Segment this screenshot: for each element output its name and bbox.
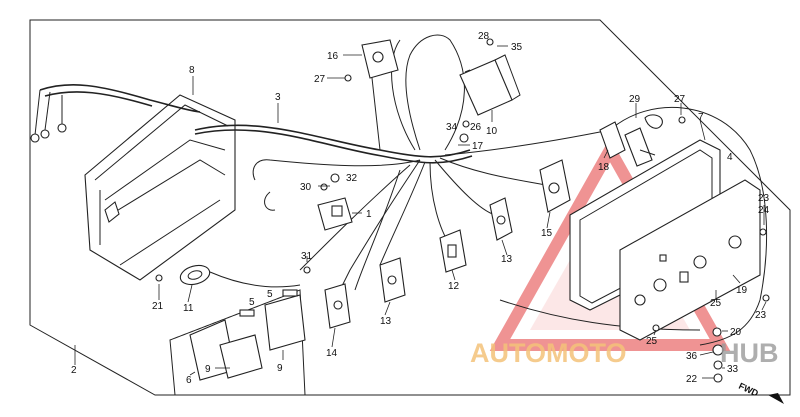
callout-5a: 5 [249, 297, 255, 308]
callout-27b: 27 [674, 94, 686, 105]
callout-21: 21 [152, 301, 164, 312]
module-part-13a [489, 197, 513, 241]
callout-17: 17 [472, 141, 484, 152]
switch-cluster-part-18 [599, 114, 663, 167]
leader-lines [74, 45, 767, 379]
callout-numbers: 8 3 16 27 28 35 10 34 26 17 29 27 7 4 18… [71, 31, 770, 386]
module-part-13b [379, 257, 406, 303]
relay-box-part-10 [459, 54, 521, 116]
callout-12: 12 [448, 281, 460, 292]
callout-9a: 9 [205, 364, 211, 375]
battery-box-part-8 [30, 84, 236, 281]
callout-36: 36 [686, 351, 698, 362]
callout-16: 16 [327, 51, 339, 62]
frame-outline [29, 19, 791, 396]
callout-3: 3 [275, 92, 281, 103]
callout-20: 20 [730, 327, 742, 338]
callout-28: 28 [478, 31, 490, 42]
callout-9b: 9 [277, 363, 283, 374]
callout-25: 25 [710, 298, 722, 309]
watermark: AUTOMOTO HUB [470, 338, 779, 368]
callout-32: 32 [346, 173, 358, 184]
callout-29: 29 [629, 94, 641, 105]
callout-31: 31 [301, 251, 313, 262]
callout-23b: 23 [755, 310, 767, 321]
module-part-14 [324, 283, 351, 329]
grommet-part-11 [179, 264, 301, 288]
callout-13b: 13 [380, 316, 392, 327]
callout-10: 10 [486, 126, 498, 137]
fasteners [155, 38, 770, 383]
callout-15: 15 [541, 228, 553, 239]
callout-30: 30 [300, 182, 312, 193]
callout-5b: 5 [267, 289, 273, 300]
callout-11: 11 [183, 303, 194, 314]
panel-part-4 [619, 179, 761, 341]
callout-24: 24 [758, 205, 770, 216]
module-part-12 [439, 229, 467, 273]
callout-13: 13 [501, 254, 513, 265]
callout-34: 34 [446, 122, 458, 133]
fwd-indicator: FWD [737, 381, 784, 404]
callout-22: 22 [686, 374, 698, 385]
callout-25b: 25 [646, 336, 658, 347]
callout-7: 7 [698, 112, 704, 123]
callout-8: 8 [189, 65, 195, 76]
callout-18: 18 [598, 162, 610, 173]
callout-14: 14 [326, 348, 338, 359]
module-part-15 [539, 159, 571, 213]
callout-19: 19 [736, 285, 748, 296]
callout-2: 2 [71, 365, 77, 376]
relay-part-1 [317, 197, 353, 231]
callout-4: 4 [727, 152, 733, 163]
callout-33: 33 [727, 364, 739, 375]
lower-left-assembly [169, 289, 306, 396]
callout-1: 1 [366, 209, 372, 220]
watermark-part2: HUB [720, 338, 779, 368]
fwd-label: FWD [737, 381, 760, 399]
watermark-part1: AUTOMOTO [470, 338, 627, 368]
callout-35: 35 [511, 42, 523, 53]
callout-26: 26 [470, 122, 482, 133]
callout-27: 27 [314, 74, 326, 85]
callout-23: 23 [758, 193, 770, 204]
callout-6: 6 [186, 375, 192, 386]
bracket-part-16 [361, 39, 399, 79]
main-harness-part-3 [194, 34, 768, 346]
